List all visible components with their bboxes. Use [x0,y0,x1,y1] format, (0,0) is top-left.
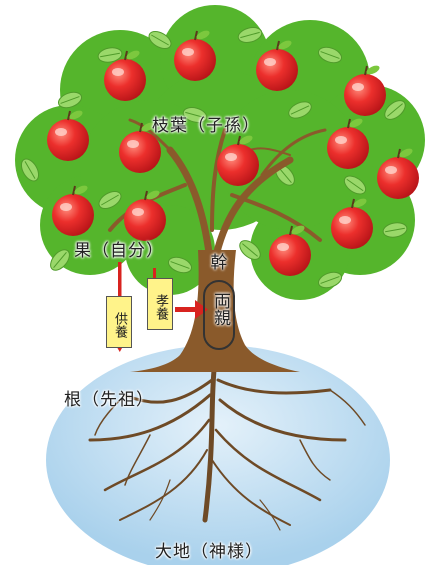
tag-memorial-offering: 供養 [106,296,132,348]
label-trunk: 幹 [210,253,228,273]
earth-ground [46,345,390,565]
trunk-parents-bracket [203,280,235,350]
label-trunk-parents: 両親 [210,292,230,326]
label-branches-descendants: 枝葉（子孫） [152,116,260,136]
label-earth-gods: 大地（神様） [155,542,263,562]
tree-trunk [130,250,300,372]
label-roots-ancestors: 根（先祖） [64,390,154,410]
tag-filial-piety: 孝養 [147,278,173,330]
label-fruit-self: 果（自分） [74,241,164,261]
tree-roots [88,357,366,531]
